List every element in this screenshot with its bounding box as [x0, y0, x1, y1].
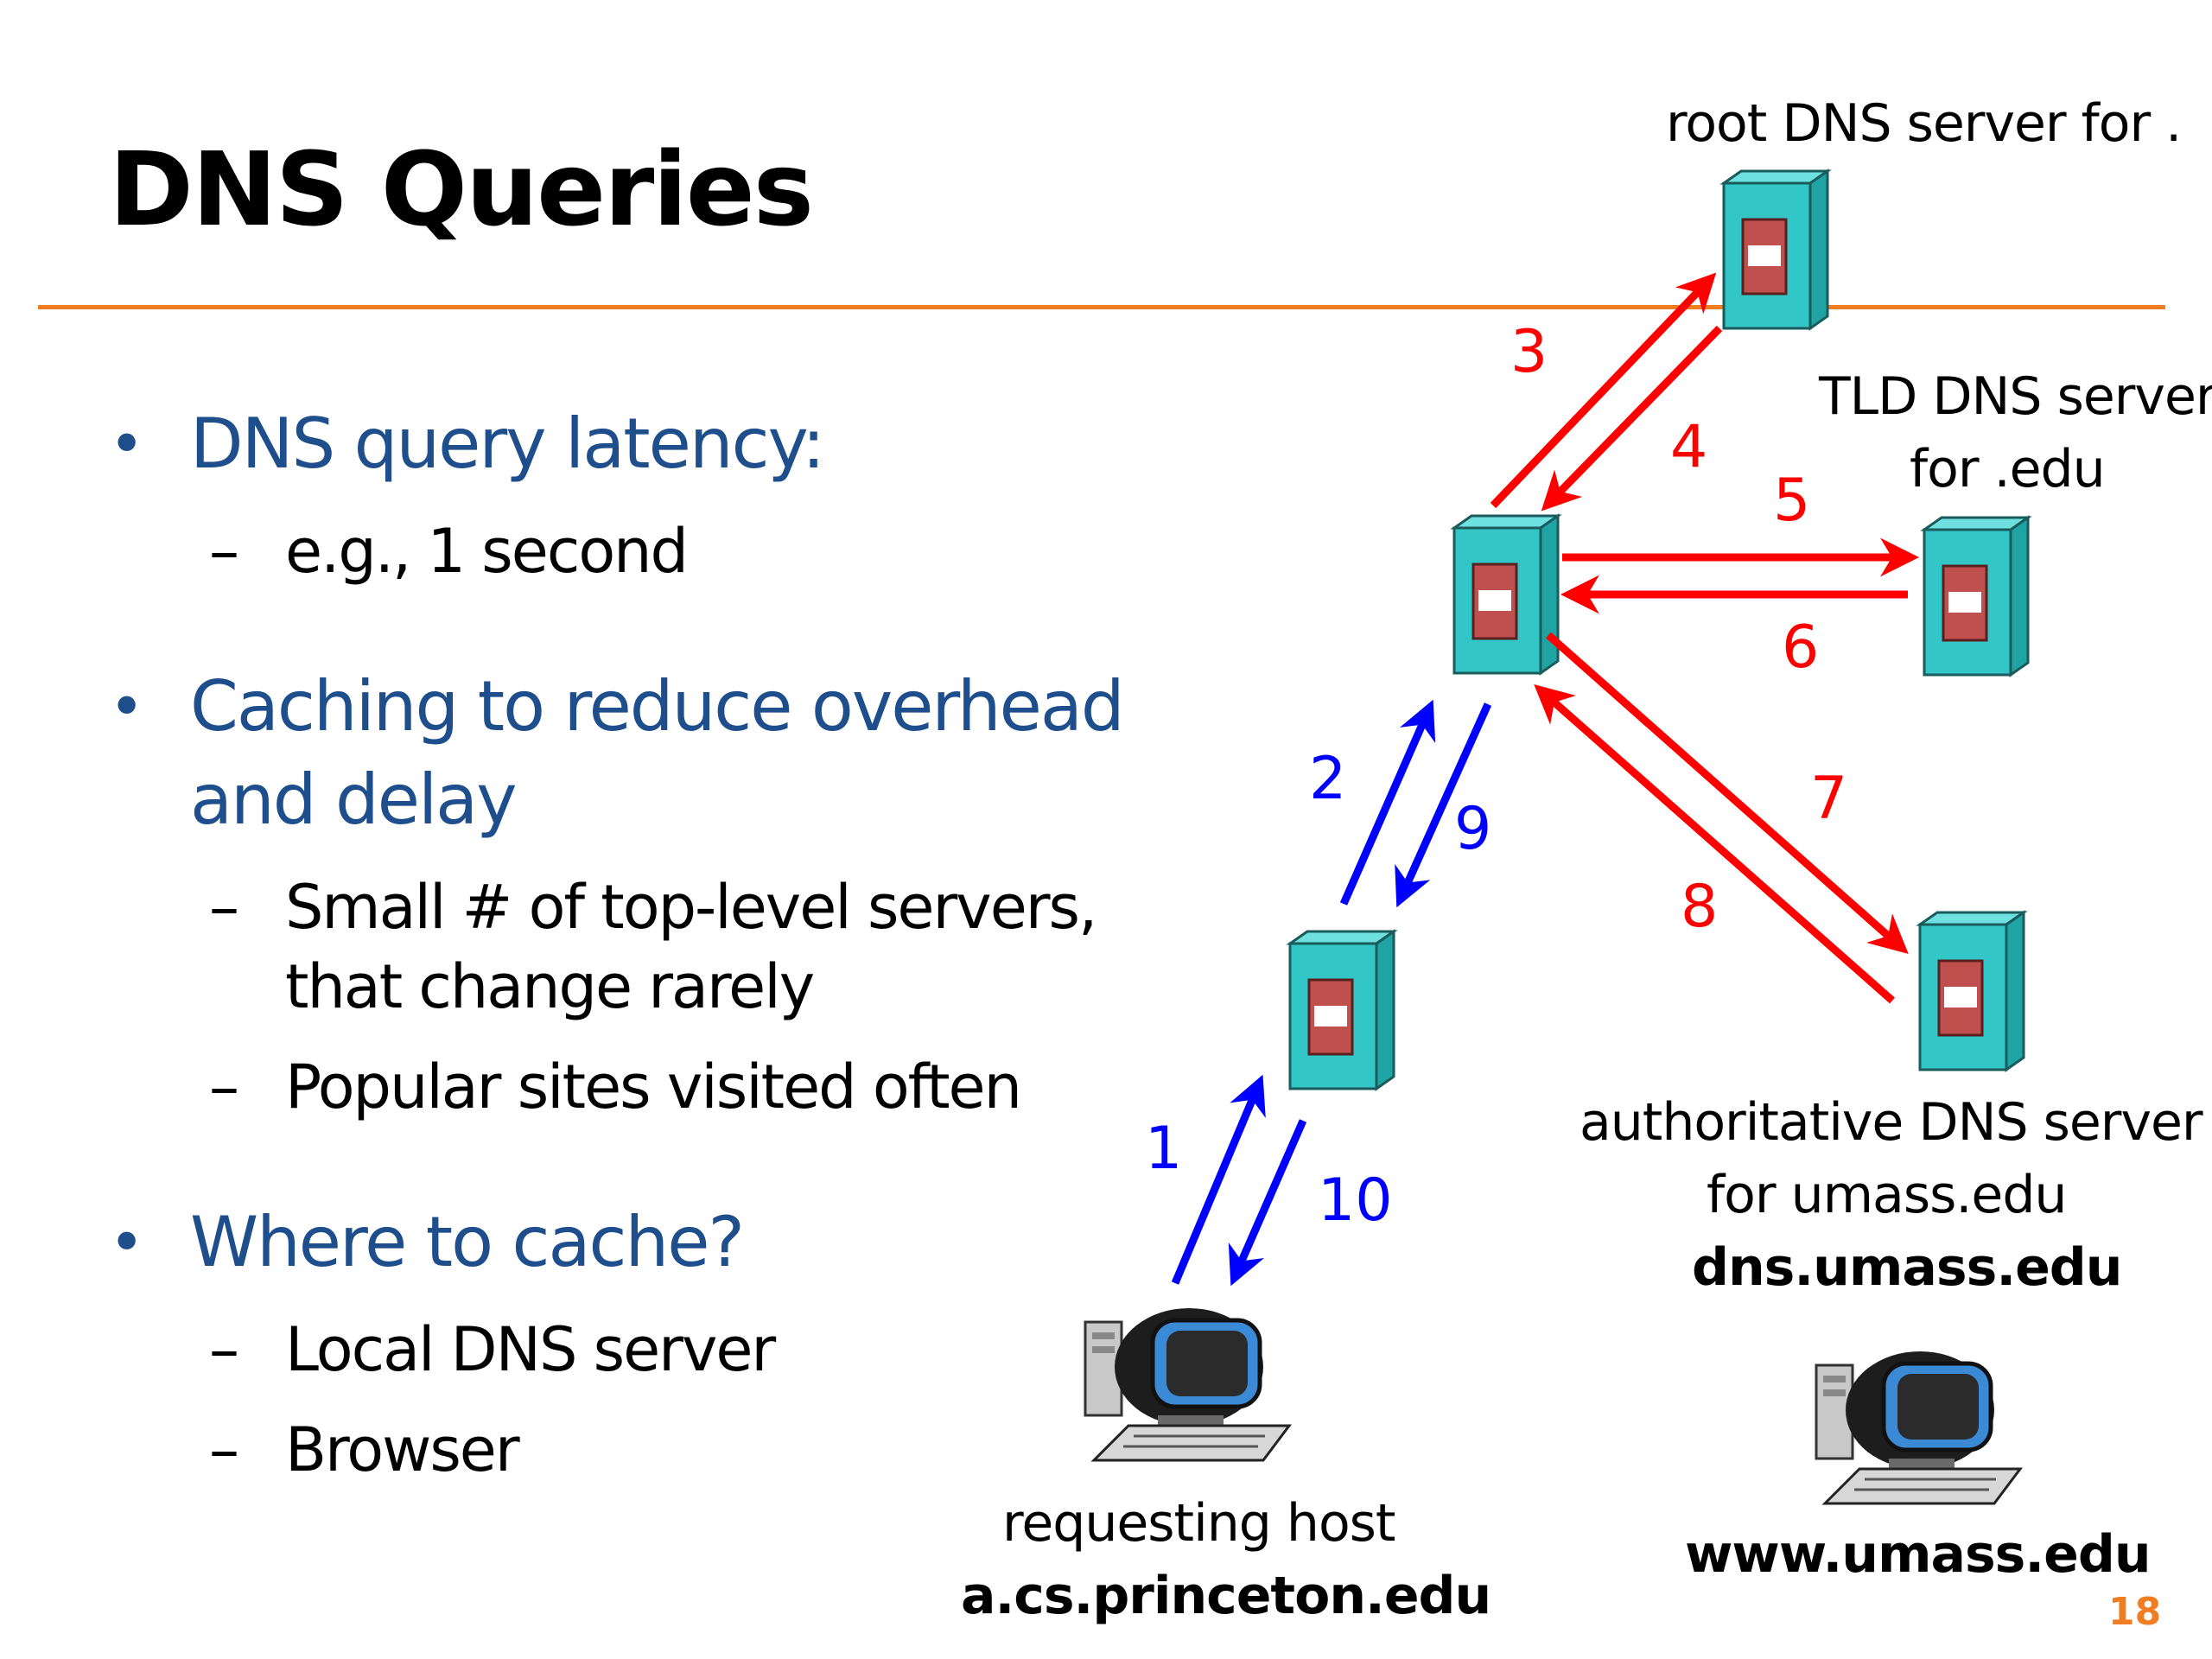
subbullet-top-level-servers: –Small # of top-level servers, that chan…: [104, 868, 1175, 1027]
auth-server-label-line2: for umass.edu: [1707, 1165, 2067, 1225]
root-dns-server-icon: [1722, 169, 1829, 330]
step-label-8: 8: [1681, 873, 1719, 941]
web-server-hostname: www.umass.edu: [1685, 1524, 2152, 1585]
arrow-step-4: [1541, 325, 1723, 512]
arrow-step-8: [1534, 684, 1895, 1004]
auth-server-hostname: dns.umass.edu: [1692, 1237, 2122, 1298]
step-label-7: 7: [1810, 765, 1848, 833]
dash-icon: –: [209, 1052, 239, 1122]
arrow-step-1: [1171, 1074, 1266, 1285]
title-divider: [38, 305, 2165, 309]
tld-server-label-line2: for .edu: [1910, 439, 2106, 499]
root-server-label: root DNS server for .: [1666, 93, 2182, 154]
step-label-10: 10: [1318, 1166, 1393, 1235]
subbullet-popular-sites: –Popular sites visited often: [104, 1047, 1175, 1127]
requesting-host-hostname: a.cs.princeton.edu: [961, 1566, 1491, 1626]
arrow-step-9: [1395, 702, 1492, 908]
arrow-step-3: [1490, 272, 1717, 509]
step-label-4: 4: [1670, 413, 1708, 481]
subbullet-latency-example: –e.g., 1 second: [104, 512, 1175, 591]
subbullet-browser: –Browser: [104, 1410, 1175, 1490]
requesting-host-label: requesting host: [1002, 1493, 1395, 1554]
bullet-dot-icon: •: [109, 1207, 144, 1278]
bullet-query-latency: •DNS query latency:: [104, 397, 1175, 491]
slide-title: DNS Queries: [109, 130, 814, 249]
web-server-computer-icon: [1816, 1351, 2020, 1503]
tld-server-label-line1: TLD DNS server: [1819, 366, 2212, 427]
dash-icon: –: [209, 1414, 239, 1485]
step-label-5: 5: [1773, 467, 1811, 535]
campus-dns-server-icon: [1288, 930, 1395, 1090]
authoritative-dns-server-icon: [1918, 911, 2025, 1071]
arrow-step-2: [1339, 699, 1436, 906]
auth-server-label-line1: authoritative DNS server: [1580, 1092, 2203, 1153]
requesting-host-computer-icon: [1085, 1308, 1289, 1460]
dash-icon: –: [209, 516, 239, 587]
step-label-2: 2: [1309, 745, 1347, 813]
step-label-9: 9: [1454, 795, 1492, 863]
dash-icon: –: [209, 1314, 239, 1385]
arrow-step-7: [1546, 632, 1909, 954]
bullet-dot-icon: •: [109, 409, 144, 480]
step-label-3: 3: [1510, 318, 1548, 386]
step-label-6: 6: [1782, 613, 1820, 682]
bullet-dot-icon: •: [109, 671, 144, 742]
bullet-list: •DNS query latency: –e.g., 1 second •Cac…: [104, 397, 1175, 1490]
bullet-where-to-cache: •Where to cache?: [104, 1196, 1175, 1289]
subbullet-local-dns: –Local DNS server: [104, 1310, 1175, 1389]
bullet-caching: •Caching to reduce overhead and delay: [104, 660, 1175, 847]
dash-icon: –: [209, 872, 239, 943]
local-dns-server-icon: [1452, 514, 1560, 675]
step-label-1: 1: [1145, 1115, 1183, 1183]
arrow-step-10: [1228, 1119, 1307, 1287]
page-number: 18: [2108, 1590, 2162, 1634]
tld-dns-server-icon: [1923, 516, 2030, 677]
